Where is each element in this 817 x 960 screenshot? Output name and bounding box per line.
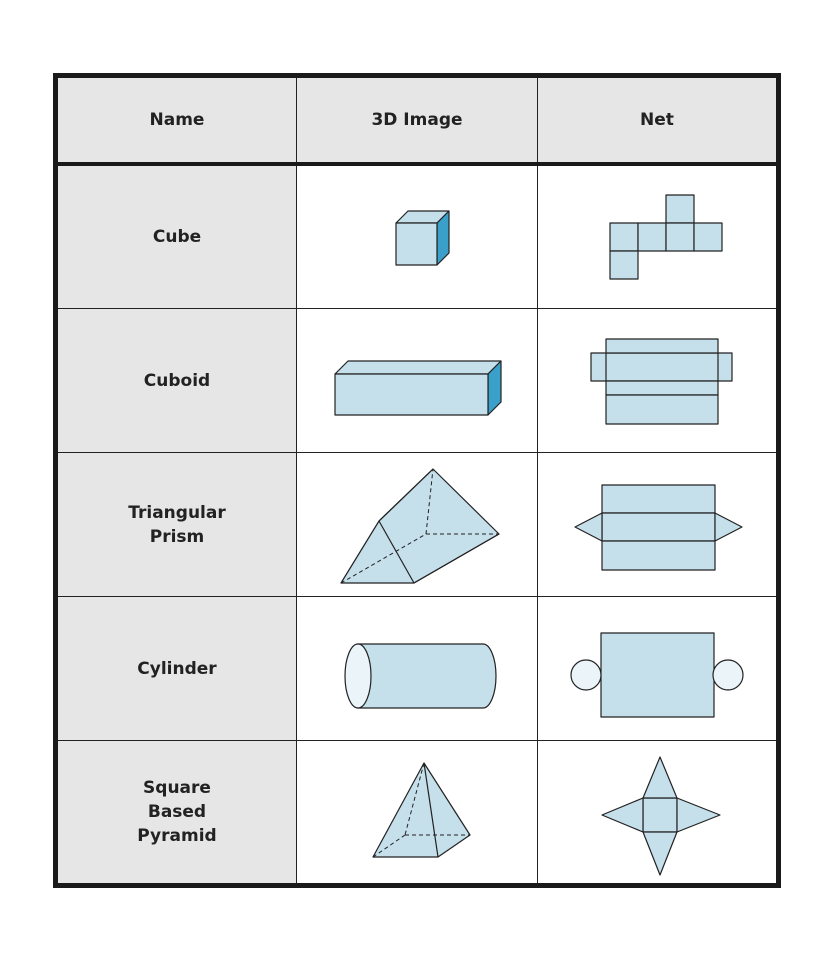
row-divider bbox=[58, 452, 776, 453]
shapes-table: Name 3D Image Net Cube Cuboid Triangular… bbox=[53, 73, 781, 888]
header-net: Net bbox=[538, 78, 776, 162]
column-divider bbox=[537, 78, 538, 883]
header-divider bbox=[58, 162, 776, 166]
row-divider bbox=[58, 740, 776, 741]
triangular-prism-net-icon bbox=[574, 484, 743, 571]
shape-illustrations bbox=[334, 194, 744, 876]
cuboid-net-icon bbox=[590, 338, 733, 425]
cylinder-net-icon bbox=[570, 632, 744, 718]
square-pyramid-net-icon bbox=[601, 756, 721, 876]
row-divider bbox=[58, 308, 776, 309]
header-3d-image: 3D Image bbox=[297, 78, 537, 162]
row-name-square-based-pyramid: Square Based Pyramid bbox=[58, 741, 296, 883]
row-name-triangular-prism: Triangular Prism bbox=[58, 453, 296, 596]
cube-net-icon bbox=[609, 194, 723, 280]
cuboid-3d-icon bbox=[334, 360, 502, 416]
cube-3d-icon bbox=[395, 210, 450, 266]
table-grid: Name 3D Image Net Cube Cuboid Triangular… bbox=[58, 78, 776, 883]
cylinder-3d-icon bbox=[344, 643, 497, 709]
header-name: Name bbox=[58, 78, 296, 162]
row-name-cube: Cube bbox=[58, 166, 296, 308]
row-name-cylinder: Cylinder bbox=[58, 597, 296, 740]
square-pyramid-3d-icon bbox=[372, 762, 471, 858]
row-name-cuboid: Cuboid bbox=[58, 309, 296, 452]
column-divider bbox=[296, 78, 297, 883]
row-divider bbox=[58, 596, 776, 597]
triangular-prism-3d-icon bbox=[340, 468, 500, 584]
